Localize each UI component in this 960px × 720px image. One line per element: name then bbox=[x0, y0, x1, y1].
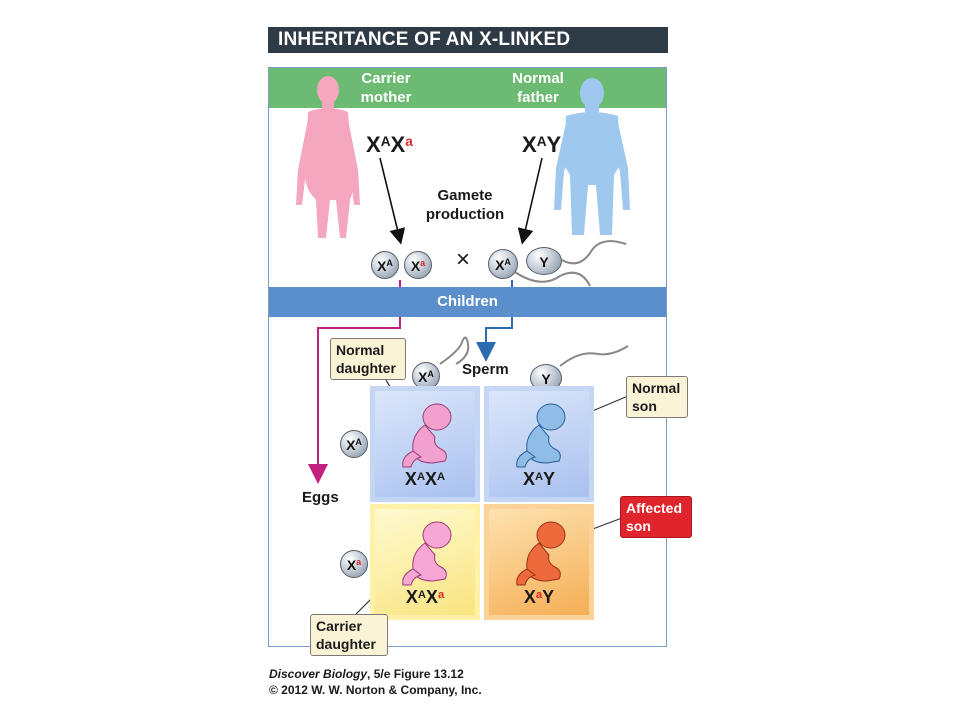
father-genotype: XAY bbox=[522, 132, 561, 158]
cross-symbol: × bbox=[456, 246, 471, 273]
diagram-title: INHERITANCE OF AN X-LINKED DISORDER bbox=[268, 27, 668, 76]
caption-book: Discover Biology bbox=[269, 667, 368, 681]
callout-line2: son bbox=[632, 398, 657, 414]
callout-affected-son: Affected son bbox=[620, 496, 692, 538]
eggs-label: Eggs bbox=[302, 489, 339, 506]
genotype-normal-daughter: XAXA bbox=[370, 469, 480, 490]
caption-copyright: © 2012 W. W. Norton & Company, Inc. bbox=[269, 683, 482, 697]
g-base: X bbox=[425, 587, 438, 607]
father-genotype-y: Y bbox=[546, 132, 562, 157]
g-allele: a bbox=[535, 588, 543, 601]
chip-allele: a bbox=[420, 258, 426, 268]
callout-normal-son: Normal son bbox=[626, 376, 688, 418]
chip-base: X bbox=[377, 258, 387, 274]
father-allele: A bbox=[536, 133, 547, 149]
baby-icon bbox=[516, 521, 566, 586]
gamete-production-label: Gamete production bbox=[423, 186, 507, 224]
g-base: Y bbox=[542, 587, 555, 607]
father-label-line2: father bbox=[517, 89, 559, 106]
chip-base: X bbox=[346, 437, 356, 453]
chip-allele: A bbox=[386, 258, 393, 268]
father-gamete-arrow bbox=[517, 157, 543, 245]
chip-allele: A bbox=[427, 369, 434, 379]
baby-icon bbox=[402, 521, 452, 586]
g-base: X bbox=[425, 469, 438, 489]
baby-icon bbox=[402, 403, 452, 468]
callout-carrier-daughter: Carrier daughter bbox=[310, 614, 388, 656]
caption-line1: Discover Biology, 5/e Figure 13.12 bbox=[269, 666, 482, 682]
father-figure bbox=[554, 78, 630, 235]
father-gamete-y-sperm: Y bbox=[526, 247, 562, 275]
chip-base: X bbox=[346, 557, 357, 573]
father-label-line1: Normal bbox=[512, 70, 564, 87]
g-allele: A bbox=[416, 470, 425, 483]
gamete-label-line2: production bbox=[425, 206, 505, 223]
mother-genotype-x2: X bbox=[390, 132, 406, 157]
mother-gamete-xa-recessive: Xa bbox=[404, 251, 432, 279]
chip-allele: A bbox=[504, 257, 511, 267]
callout-line2: son bbox=[626, 518, 651, 534]
sperm-tail-x bbox=[511, 269, 591, 287]
mother-allele-1: A bbox=[380, 133, 391, 149]
g-base: X bbox=[405, 587, 418, 607]
g-allele: A bbox=[534, 470, 544, 483]
sperm-tail-xa-axis bbox=[439, 336, 470, 365]
mother-genotype-x1: X bbox=[366, 132, 381, 157]
mother-genotype: XAXa bbox=[366, 132, 413, 158]
caption-edition: , 5/e Figure 13.12 bbox=[367, 667, 464, 681]
chip-allele: A bbox=[355, 437, 362, 447]
chip-base: X bbox=[410, 258, 421, 274]
sperm-label: Sperm bbox=[462, 361, 509, 378]
father-genotype-x: X bbox=[522, 132, 537, 157]
callout-line2: daughter bbox=[336, 360, 396, 376]
punnett-cell-normal-daughter: XAXA bbox=[370, 386, 480, 502]
mother-allele-2: a bbox=[405, 133, 413, 149]
sperm-tail-y-axis bbox=[559, 345, 629, 367]
leader-affected-son bbox=[589, 517, 623, 531]
punnett-cell-normal-son: XAY bbox=[484, 386, 594, 502]
callout-line1: Normal bbox=[632, 380, 681, 396]
g-allele: a bbox=[437, 588, 445, 601]
chip-base: X bbox=[418, 369, 428, 385]
mother-gamete-xa: XA bbox=[371, 251, 399, 279]
father-gamete-xa-sperm: XA bbox=[488, 249, 518, 279]
chip-allele: a bbox=[356, 557, 362, 567]
egg-axis-xa: XA bbox=[340, 430, 368, 458]
g-allele: A bbox=[437, 470, 446, 483]
mother-label-line2: mother bbox=[360, 89, 412, 106]
g-base: Y bbox=[543, 469, 556, 489]
chip-base: Y bbox=[541, 371, 551, 387]
gamete-label-line1: Gamete bbox=[437, 187, 493, 204]
mother-label-line1: Carrier bbox=[361, 70, 411, 87]
mother-figure bbox=[296, 76, 360, 238]
mother-gamete-arrow bbox=[379, 157, 406, 245]
children-band: Children bbox=[269, 287, 666, 317]
g-base: X bbox=[523, 587, 536, 607]
genotype-affected-son: XaY bbox=[484, 587, 594, 608]
callout-line2: daughter bbox=[316, 636, 376, 652]
figure-caption: Discover Biology, 5/e Figure 13.12 © 201… bbox=[269, 666, 482, 698]
sperm-tail-y bbox=[561, 240, 627, 265]
egg-axis-xa-recessive: Xa bbox=[340, 550, 368, 578]
punnett-cell-affected-son: XaY bbox=[484, 504, 594, 620]
father-label: Normal father bbox=[498, 69, 578, 107]
baby-icon bbox=[516, 403, 566, 468]
punnett-cell-carrier-daughter: XAXa bbox=[370, 504, 480, 620]
g-base: X bbox=[404, 469, 417, 489]
mother-label: Carrier mother bbox=[346, 69, 426, 107]
sperm-axis-xa: XA bbox=[412, 362, 440, 390]
callout-line1: Normal bbox=[336, 342, 385, 358]
leader-normal-son bbox=[589, 395, 629, 413]
callout-line1: Carrier bbox=[316, 618, 362, 634]
g-allele: A bbox=[417, 588, 426, 601]
callout-line1: Affected bbox=[626, 500, 683, 516]
callout-normal-daughter: Normal daughter bbox=[330, 338, 406, 380]
genotype-normal-son: XAY bbox=[484, 469, 594, 490]
chip-base: X bbox=[495, 257, 505, 273]
g-base: X bbox=[522, 469, 535, 489]
chip-base: Y bbox=[539, 254, 549, 270]
genotype-carrier-daughter: XAXa bbox=[370, 587, 480, 608]
